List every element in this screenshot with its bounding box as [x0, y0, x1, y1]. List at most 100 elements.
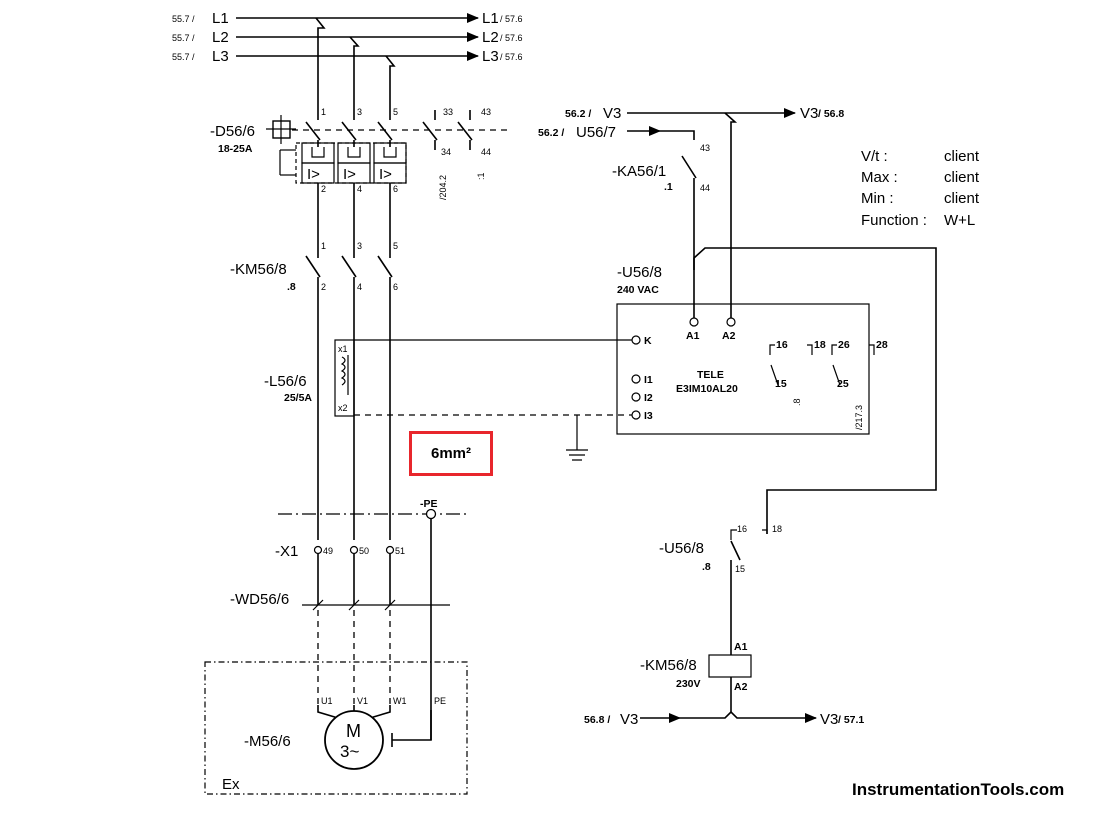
l3-out-label: L3: [482, 48, 499, 65]
monitor-brand: TELE: [697, 369, 724, 381]
monitor-ref8: .8: [792, 398, 802, 406]
monitor-c15: 15: [775, 378, 787, 390]
monitor-c18: 18: [814, 339, 826, 351]
svg-text:6: 6: [393, 282, 398, 292]
motor-w1: W1: [393, 696, 407, 706]
cable-size-highlight: 6mm²: [409, 431, 493, 476]
current-transformer: [334, 339, 632, 461]
setting-value-max: client: [944, 169, 980, 186]
v3-in-label: V3: [603, 105, 621, 122]
l1-from-ref: 55.7 /: [172, 14, 195, 24]
x1-t50: 50: [359, 546, 369, 556]
breaker-rating: 18-25A: [218, 143, 253, 155]
pe-tag: -PE: [420, 498, 438, 510]
coil-voltage: 230V: [676, 678, 701, 690]
aux-t18: 18: [772, 524, 782, 534]
svg-text:5: 5: [393, 241, 398, 251]
svg-text:1: 1: [321, 107, 326, 117]
x1-tag: -X1: [275, 543, 298, 560]
contactor-tag: -KM56/8: [230, 261, 287, 278]
aux-t16: 16: [737, 524, 747, 534]
v3-out-ref: / 56.8: [818, 108, 844, 120]
monitor-a1: A1: [686, 330, 700, 342]
svg-text:43: 43: [700, 143, 710, 153]
breaker-symbol: 1 3 5 33 43 I> I> I> 34 44: [266, 107, 510, 250]
svg-text:33: 33: [443, 107, 453, 117]
motor-phase: 3~: [340, 742, 359, 761]
aux-contact-and-coil: [640, 529, 817, 723]
trip-symbol-1: I>: [307, 166, 320, 183]
monitor-i1: I1: [644, 374, 653, 386]
setting-label-min: Min :: [861, 190, 894, 207]
monitor-c16: 16: [776, 339, 788, 351]
l1-out-ref: / 57.6: [500, 14, 523, 24]
monitor-ref217: /217.3: [854, 405, 864, 430]
l2-label: L2: [212, 29, 229, 46]
l3-label: L3: [212, 48, 229, 65]
l2-out-label: L2: [482, 29, 499, 46]
monitor-c26: 26: [838, 339, 850, 351]
motor-pe: PE: [434, 696, 446, 706]
monitor-tag: -U56/8: [617, 264, 662, 281]
ct-rating: 25/5A: [284, 392, 312, 404]
trip-symbol-3: I>: [379, 166, 392, 183]
svg-text:6: 6: [393, 184, 398, 194]
ka-tag: -KA56/1: [612, 163, 666, 180]
bottom-in-ref: 56.8 /: [584, 714, 610, 726]
svg-text:44: 44: [700, 183, 710, 193]
x1-t51: 51: [395, 546, 405, 556]
control-lines: 43 44: [627, 108, 796, 322]
l2-out-ref: / 57.6: [500, 33, 523, 43]
ka-sub: .1: [664, 181, 673, 193]
supply-bus: [236, 13, 479, 110]
monitor-c28: 28: [876, 339, 888, 351]
cable-tag: -WD56/6: [230, 591, 289, 608]
monitor-c25: 25: [837, 378, 849, 390]
motor-u1: U1: [321, 696, 333, 706]
monitor-model: E3IM10AL20: [676, 383, 738, 395]
aux-sub: .8: [702, 561, 711, 573]
aux-ref2: :1: [476, 172, 486, 180]
svg-text:5: 5: [393, 107, 398, 117]
l3-from-ref: 55.7 /: [172, 52, 195, 62]
motor-symbol-m: M: [346, 721, 361, 741]
coil-tag: -KM56/8: [640, 657, 697, 674]
contactor-sub: .8: [287, 281, 296, 293]
motor-v1: V1: [357, 696, 368, 706]
cable-size-text: 6mm²: [430, 445, 471, 462]
l2-from-ref: 55.7 /: [172, 33, 195, 43]
setting-label-max: Max :: [861, 169, 898, 186]
setting-label-vt: V/t :: [861, 148, 888, 165]
ct-x1: x1: [338, 344, 348, 354]
coil-a1: A1: [734, 641, 748, 653]
aux-ref: /204.2: [438, 175, 448, 200]
x1-t49: 49: [323, 546, 333, 556]
setting-label-function: Function :: [861, 212, 927, 229]
svg-text:4: 4: [357, 282, 362, 292]
svg-text:34: 34: [441, 147, 451, 157]
setting-value-min: client: [944, 190, 980, 207]
svg-text:44: 44: [481, 147, 491, 157]
monitor-i2: I2: [644, 392, 653, 404]
monitor-k: K: [644, 335, 652, 347]
svg-text:4: 4: [357, 184, 362, 194]
svg-text:1: 1: [321, 241, 326, 251]
coil-a2: A2: [734, 681, 748, 693]
watermark: InstrumentationTools.com: [852, 780, 1065, 799]
motor-tag: -M56/6: [244, 733, 291, 750]
svg-text:2: 2: [321, 282, 326, 292]
setting-value-function: W+L: [944, 212, 975, 229]
contactor-main-poles: 1 3 5 2 4 6: [305, 241, 398, 540]
svg-text:43: 43: [481, 107, 491, 117]
ct-x2: x2: [338, 403, 348, 413]
breaker-tag: -D56/6: [210, 123, 255, 140]
aux-tag: -U56/8: [659, 540, 704, 557]
svg-text:3: 3: [357, 107, 362, 117]
l3-out-ref: / 57.6: [500, 52, 523, 62]
bottom-out-label: V3: [820, 711, 838, 728]
v3-in-ref: 56.2 /: [565, 108, 591, 120]
ct-tag: -L56/6: [264, 373, 307, 390]
monitor-i3: I3: [644, 410, 653, 422]
motor-zone: Ex: [222, 776, 240, 793]
u-in-label: U56/7: [576, 124, 616, 141]
